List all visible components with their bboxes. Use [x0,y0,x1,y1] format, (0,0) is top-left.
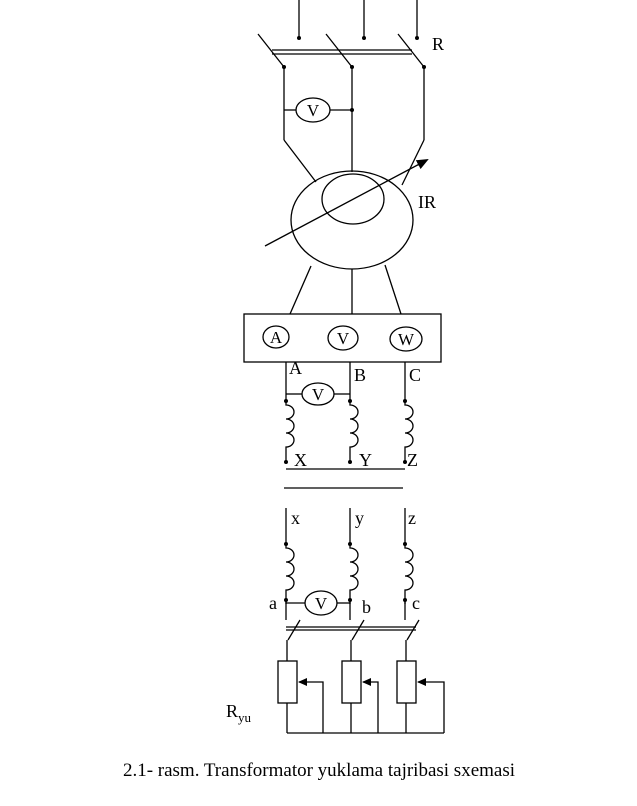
terminal-label-B: B [354,365,366,385]
secondary-coils [284,544,414,612]
load-label: Ryu [226,701,252,725]
top-voltmeter-symbol: V [307,101,320,120]
load-rheostats [277,640,445,734]
secondary-voltmeter-symbol: V [315,594,328,613]
terminal-label-A: A [289,358,302,378]
regulator-output-wires [289,264,402,315]
panel-voltmeter-symbol: V [337,329,350,348]
primary-voltmeter-symbol: V [312,385,325,404]
panel-wattmeter-symbol: W [398,330,415,349]
panel-ammeter: A [262,325,290,349]
panel-ammeter-symbol: A [270,328,283,347]
induction-regulator [264,159,429,270]
terminal-label-Y: Y [359,450,372,470]
switch-label: R [432,34,444,54]
primary-coils [284,401,414,470]
top-voltmeter-wiring [283,67,425,172]
terminal-label-C: C [409,365,421,385]
panel-voltmeter: V [327,325,359,351]
secondary-leads [284,508,407,546]
primary-voltmeter: V [301,382,335,406]
top-voltmeter: V [295,97,331,123]
meter-panel [243,313,442,363]
regulator-label: IR [418,192,436,212]
terminal-label-x: x [291,508,300,528]
panel-wattmeter: W [389,326,423,352]
load-switch [285,612,420,641]
figure-caption: 2.1- rasm. Transformator yuklama tajriba… [123,760,515,781]
supply-lines [297,0,419,40]
terminal-label-y: y [355,508,364,528]
main-switch [257,33,426,69]
load-label-subscript: yu [238,710,252,725]
terminal-label-a: a [269,593,277,613]
secondary-voltmeter: V [304,590,338,616]
load-label-main: R [226,701,238,721]
terminal-label-z: z [408,508,416,528]
terminal-label-Z: Z [407,450,418,470]
terminal-label-X: X [294,450,307,470]
terminal-label-b: b [362,597,371,617]
terminal-label-c: c [412,593,420,613]
regulator-input-wires [283,139,425,186]
